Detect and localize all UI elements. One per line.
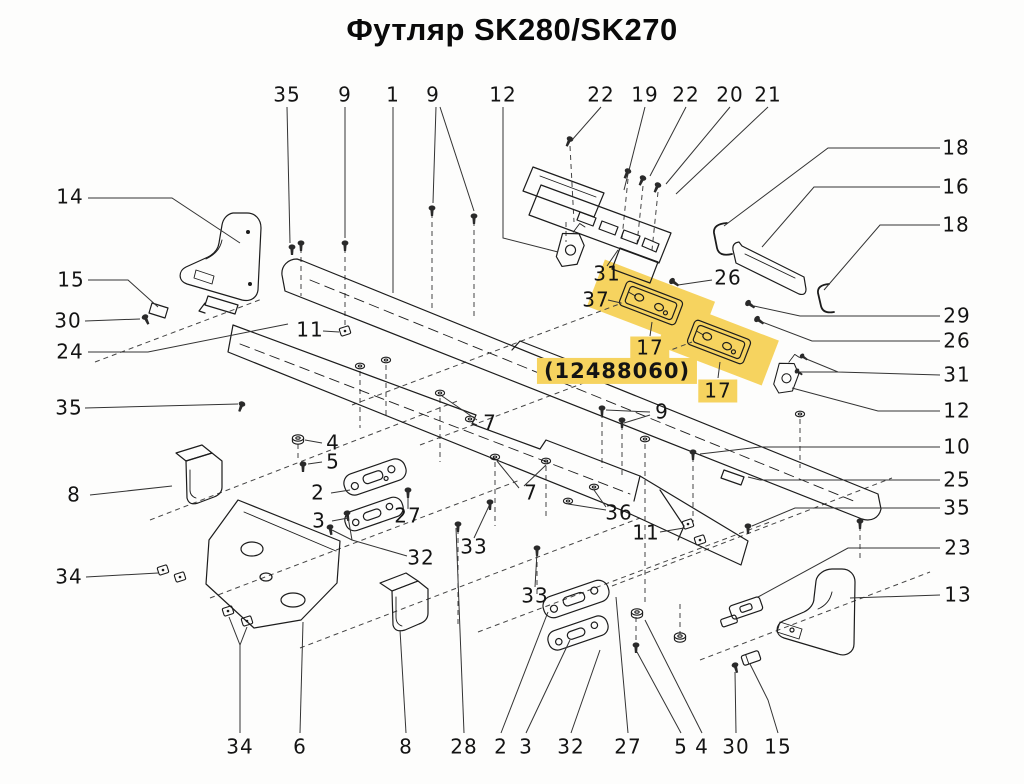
part-label-37: 37 xyxy=(582,287,610,312)
part-label-10: 10 xyxy=(943,434,971,459)
part-latch-17b xyxy=(686,319,752,365)
part-label-33: 33 xyxy=(460,534,488,559)
part-label-32: 32 xyxy=(557,734,585,759)
part-label-22: 22 xyxy=(587,82,615,107)
part-label-18: 18 xyxy=(942,135,970,160)
part-latch-17a xyxy=(618,280,684,326)
part-bracket-24 xyxy=(198,295,239,315)
part-plate-3b xyxy=(547,615,609,651)
part-clamp-8b xyxy=(379,572,429,632)
part-plate-2a xyxy=(343,458,407,496)
part-strip-25 xyxy=(720,469,745,486)
part-clamp-8a xyxy=(175,444,223,505)
part-ref-number: (12488060) xyxy=(536,357,698,385)
part-label-18: 18 xyxy=(942,212,970,237)
part-label-21: 21 xyxy=(754,82,782,107)
part-label-6: 6 xyxy=(293,734,307,759)
part-label-1: 1 xyxy=(386,82,400,107)
part-label-16: 16 xyxy=(942,174,970,199)
part-strip-16 xyxy=(732,241,807,296)
assembly-axes xyxy=(94,145,931,661)
part-label-14: 14 xyxy=(56,184,84,209)
part-label-4: 4 xyxy=(326,430,340,455)
part-label-22: 22 xyxy=(672,82,700,107)
part-clip-18a xyxy=(713,222,733,256)
part-label-2: 2 xyxy=(494,734,508,759)
part-label-26: 26 xyxy=(943,328,971,353)
part-label-5: 5 xyxy=(326,449,340,474)
part-label-3: 3 xyxy=(312,508,326,533)
part-plate-3a xyxy=(344,496,404,532)
part-plate-2b xyxy=(542,579,610,619)
part-label-24: 24 xyxy=(56,339,84,364)
part-label-27: 27 xyxy=(614,734,642,759)
part-label-11: 11 xyxy=(632,520,660,545)
part-label-33: 33 xyxy=(521,583,549,608)
part-label-5: 5 xyxy=(674,734,688,759)
part-label-28: 28 xyxy=(450,734,478,759)
part-label-25: 25 xyxy=(943,467,971,492)
part-label-9: 9 xyxy=(426,82,440,107)
part-label-31: 31 xyxy=(943,362,971,387)
part-label-4: 4 xyxy=(695,734,709,759)
highlight-region xyxy=(586,259,779,386)
part-label-13: 13 xyxy=(944,582,972,607)
part-plate-15a xyxy=(148,302,169,319)
part-label-9: 9 xyxy=(338,82,352,107)
part-label-34: 34 xyxy=(55,564,83,589)
part-label-30: 30 xyxy=(722,734,750,759)
part-label-29: 29 xyxy=(943,303,971,328)
part-label-35: 35 xyxy=(55,395,83,420)
part-foot-13 xyxy=(776,568,856,656)
part-hinge-12a xyxy=(555,223,586,268)
part-label-15: 15 xyxy=(764,734,792,759)
part-label-8: 8 xyxy=(67,482,81,507)
part-hinge-12b xyxy=(773,353,800,394)
part-label-12: 12 xyxy=(489,82,517,107)
leader-lines xyxy=(84,106,941,734)
part-label-35: 35 xyxy=(273,82,301,107)
part-plate-small xyxy=(720,614,738,628)
part-label-9: 9 xyxy=(655,399,669,424)
part-label-3: 3 xyxy=(519,734,533,759)
part-clip-18b xyxy=(817,283,835,314)
part-plate-23 xyxy=(728,596,764,620)
page-title: Футляр SK280/SK270 xyxy=(346,12,678,47)
part-label-32: 32 xyxy=(407,545,435,570)
part-base-plate-6 xyxy=(205,499,341,629)
part-label-23: 23 xyxy=(944,535,972,560)
part-label-7: 7 xyxy=(483,410,497,435)
part-label-8: 8 xyxy=(399,734,413,759)
part-label-17: 17 xyxy=(698,379,738,403)
part-clip-15b xyxy=(740,650,762,666)
part-label-34: 34 xyxy=(226,734,254,759)
part-handle-assembly xyxy=(522,166,672,284)
part-label-30: 30 xyxy=(54,308,82,333)
part-label-15: 15 xyxy=(57,267,85,292)
part-label-12: 12 xyxy=(943,398,971,423)
part-label-27: 27 xyxy=(394,503,422,528)
part-label-36: 36 xyxy=(605,500,633,525)
part-label-11: 11 xyxy=(296,317,324,342)
part-label-20: 20 xyxy=(716,82,744,107)
part-label-35: 35 xyxy=(943,495,971,520)
part-label-31: 31 xyxy=(593,261,621,286)
part-label-2: 2 xyxy=(311,480,325,505)
part-label-19: 19 xyxy=(631,82,659,107)
part-label-17: 17 xyxy=(630,336,670,360)
part-label-7: 7 xyxy=(524,480,538,505)
part-label-26: 26 xyxy=(714,265,742,290)
part-foot-14 xyxy=(179,212,262,302)
